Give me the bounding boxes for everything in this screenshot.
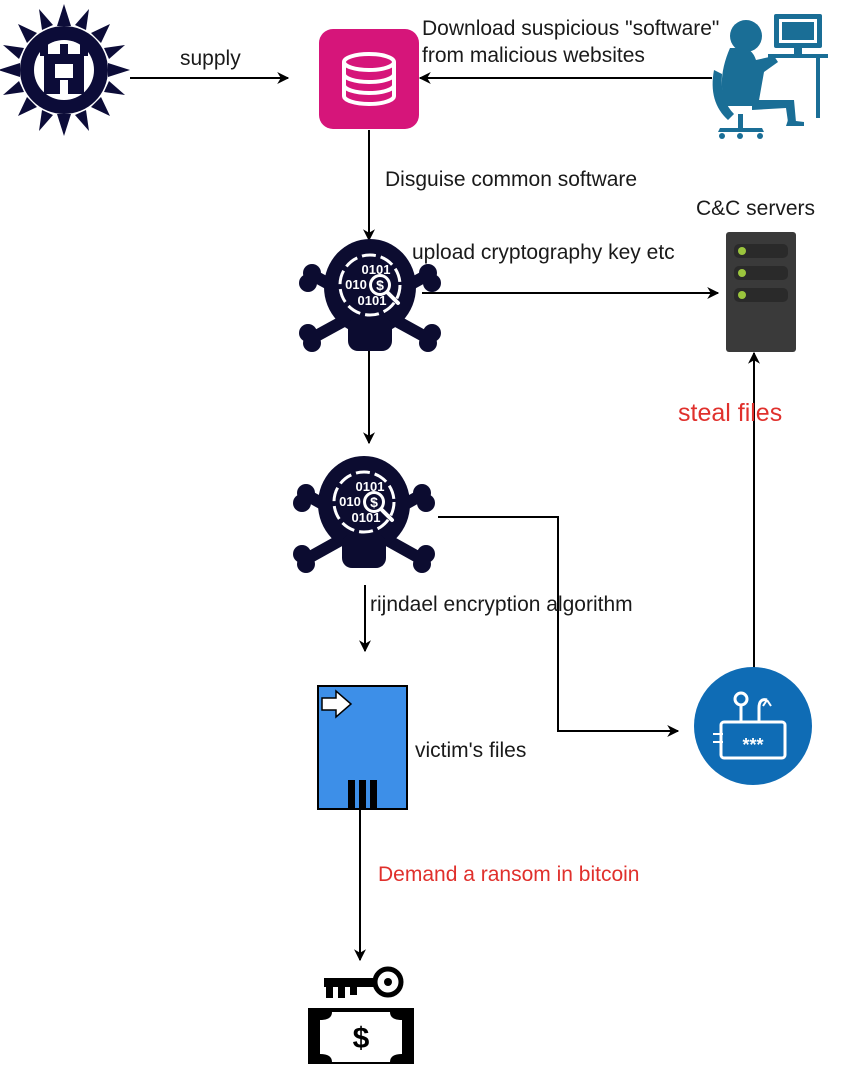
magnifier-icon: $ — [363, 491, 394, 522]
dollar-symbol: $ — [353, 1022, 370, 1055]
key-icon — [324, 966, 404, 998]
binary-row-3: 0101 — [352, 510, 381, 525]
label-download-line1: Download suspicious "software" — [422, 17, 719, 40]
hacker-at-computer-icon — [712, 14, 828, 139]
database-icon — [319, 29, 419, 129]
label-upload-key: upload cryptography key etc — [412, 241, 675, 264]
label-victim-files: victim's files — [415, 739, 526, 762]
binary-row-1: 0101 — [356, 479, 385, 494]
label-rijndael: rijndael encryption algorithm — [370, 593, 633, 616]
binary-row-1: 0101 — [362, 262, 391, 277]
skull-crossbones-money-icon: 0101 010 0101 $ — [299, 239, 441, 352]
label-cc-servers: C&C servers — [696, 197, 815, 220]
binary-row-2: 010 — [345, 277, 367, 292]
password-stars: *** — [742, 735, 763, 755]
label-download-line2: from malicious websites — [422, 44, 645, 67]
skull-crossbones-money-icon: 0101 010 0101 $ — [293, 456, 435, 573]
money-symbol: $ — [370, 494, 378, 510]
spiked-sun-fortress-logo-icon — [0, 4, 130, 136]
banknote-icon: $ — [308, 1008, 414, 1064]
binary-row-3: 0101 — [358, 293, 387, 308]
label-disguise: Disguise common software — [385, 168, 637, 191]
arrow-right-icon — [321, 689, 353, 719]
magnifier-icon: $ — [369, 274, 400, 305]
label-supply: supply — [180, 47, 241, 70]
label-steal-files: steal files — [678, 399, 782, 427]
key-and-money-icon: $ — [306, 962, 416, 1066]
edge-encryptor-to-phishing — [438, 516, 680, 737]
file-card-icon — [317, 685, 408, 810]
label-demand-ransom: Demand a ransom in bitcoin — [378, 863, 639, 886]
money-symbol: $ — [376, 277, 384, 293]
binary-row-2: 010 — [339, 494, 361, 509]
phishing-hook-password-icon: *** — [694, 667, 812, 785]
server-icon — [726, 232, 796, 352]
